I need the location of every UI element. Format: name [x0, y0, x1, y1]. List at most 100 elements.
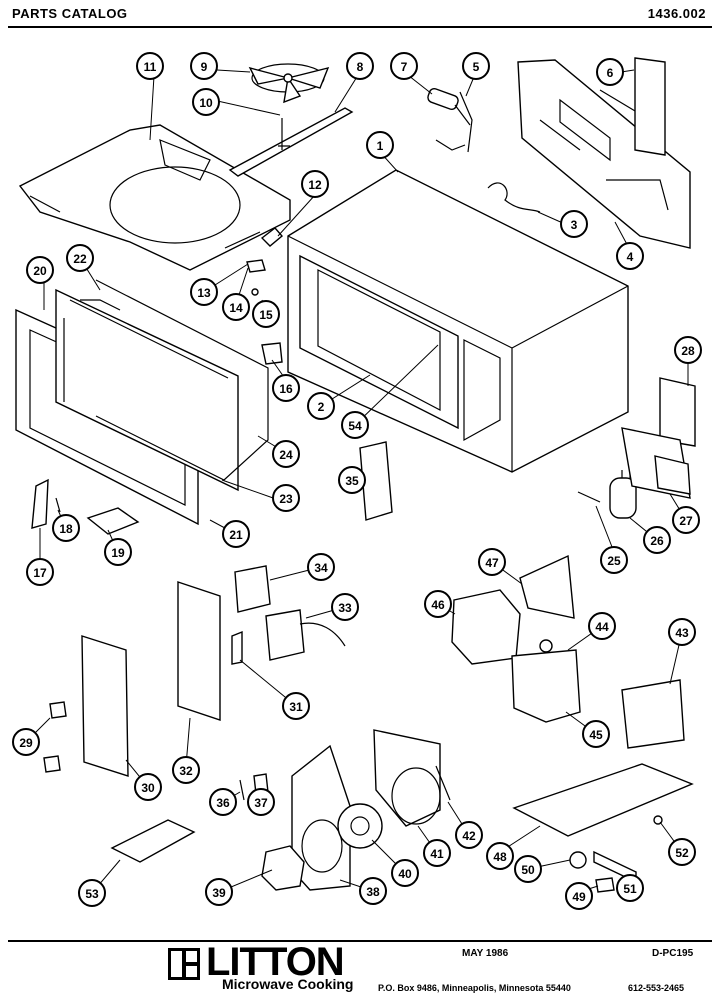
callout-label: 36	[216, 796, 230, 810]
callout-34: 34	[307, 553, 335, 581]
part-49	[595, 877, 615, 893]
callout-1: 1	[366, 131, 394, 159]
callout-label: 11	[144, 60, 157, 74]
callout-51: 51	[616, 874, 644, 902]
part-keypad-panel	[81, 635, 129, 777]
callout-17: 17	[26, 558, 54, 586]
callout-37: 37	[247, 788, 275, 816]
callout-label: 47	[485, 556, 499, 570]
callout-13: 13	[190, 278, 218, 306]
callout-label: 15	[259, 308, 273, 322]
callout-23: 23	[272, 484, 300, 512]
part-diode	[577, 491, 601, 503]
callout-label: 53	[85, 887, 99, 901]
callout-3: 3	[560, 210, 588, 238]
callout-label: 23	[279, 492, 293, 506]
callout-41: 41	[423, 839, 451, 867]
callout-label: 43	[675, 626, 689, 640]
callout-33: 33	[331, 593, 359, 621]
callout-42: 42	[455, 821, 483, 849]
callout-label: 12	[308, 178, 322, 192]
brand-tagline: Microwave Cooking	[222, 976, 354, 992]
callout-14: 14	[222, 293, 250, 321]
callout-20: 20	[26, 256, 54, 284]
callout-label: 35	[345, 474, 359, 488]
part-door-latch	[31, 478, 140, 535]
part-fan-wheel	[337, 803, 383, 849]
part-front-glass	[299, 254, 501, 442]
callout-label: 29	[19, 736, 33, 750]
callout-label: 49	[572, 890, 586, 904]
callout-2: 2	[307, 392, 335, 420]
callout-5: 5	[462, 52, 490, 80]
callout-26: 26	[643, 526, 671, 554]
part-50	[569, 851, 587, 869]
part-magnetron	[511, 639, 581, 723]
callout-label: 33	[338, 601, 352, 615]
callout-label: 30	[141, 781, 155, 795]
callout-label: 19	[111, 546, 125, 560]
document-number: D-PC195	[652, 948, 694, 959]
callout-18: 18	[52, 514, 80, 542]
part-door-clips	[246, 227, 283, 365]
part-door-assembly	[15, 279, 269, 526]
callout-label: 14	[229, 301, 243, 315]
callout-label: 20	[33, 264, 47, 278]
part-outer-cabinet	[287, 169, 629, 473]
callout-label: 50	[521, 863, 535, 877]
callout-19: 19	[104, 538, 132, 566]
callout-27: 27	[672, 506, 700, 534]
callout-21: 21	[222, 520, 250, 548]
callout-22: 22	[66, 244, 94, 272]
part-duct	[373, 729, 441, 827]
callout-39: 39	[205, 878, 233, 906]
callout-label: 5	[473, 60, 480, 74]
litton-logo-mark-icon	[168, 948, 200, 980]
company-address: P.O. Box 9486, Minneapolis, Minnesota 55…	[378, 983, 571, 993]
part-thermal-cutout	[427, 88, 473, 153]
callout-label: 42	[462, 829, 476, 843]
callout-label: 1	[377, 139, 384, 153]
callout-label: 46	[431, 598, 445, 612]
part-fan-bracket	[228, 107, 354, 177]
part-top-shroud	[18, 124, 291, 271]
callout-12: 12	[301, 170, 329, 198]
callout-29: 29	[12, 728, 40, 756]
callout-label: 32	[179, 764, 193, 778]
callout-6: 6	[596, 58, 624, 86]
callout-label: 8	[357, 60, 364, 74]
callout-53: 53	[78, 879, 106, 907]
callout-38: 38	[359, 877, 387, 905]
company-phone: 612-553-2465	[628, 983, 685, 993]
callout-28: 28	[674, 336, 702, 364]
brand-name: LITTON	[206, 940, 345, 984]
callout-31: 31	[282, 692, 310, 720]
callout-label: 17	[33, 566, 47, 580]
callout-label: 22	[73, 252, 87, 266]
callout-15: 15	[252, 300, 280, 328]
callout-label: 3	[571, 218, 578, 232]
callout-47: 47	[478, 548, 506, 576]
footer-rule	[8, 940, 712, 942]
callout-8: 8	[346, 52, 374, 80]
callout-label: 24	[279, 448, 293, 462]
callout-label: 39	[212, 886, 226, 900]
catalog-date: MAY 1986	[462, 948, 509, 959]
part-guide	[519, 554, 575, 619]
callout-label: 18	[59, 522, 73, 536]
callout-35: 35	[338, 466, 366, 494]
callout-30: 30	[134, 773, 162, 801]
callout-label: 38	[366, 885, 380, 899]
callout-label: 25	[607, 554, 621, 568]
callout-44: 44	[588, 612, 616, 640]
part-capacitor	[609, 470, 637, 519]
callout-label: 27	[679, 514, 693, 528]
callout-24: 24	[272, 440, 300, 468]
callout-16: 16	[272, 374, 300, 402]
callout-40: 40	[391, 859, 419, 887]
callout-label: 34	[314, 561, 328, 575]
callout-52: 52	[668, 838, 696, 866]
callout-46: 46	[424, 590, 452, 618]
part-knobs	[43, 701, 67, 773]
callout-label: 16	[279, 382, 293, 396]
